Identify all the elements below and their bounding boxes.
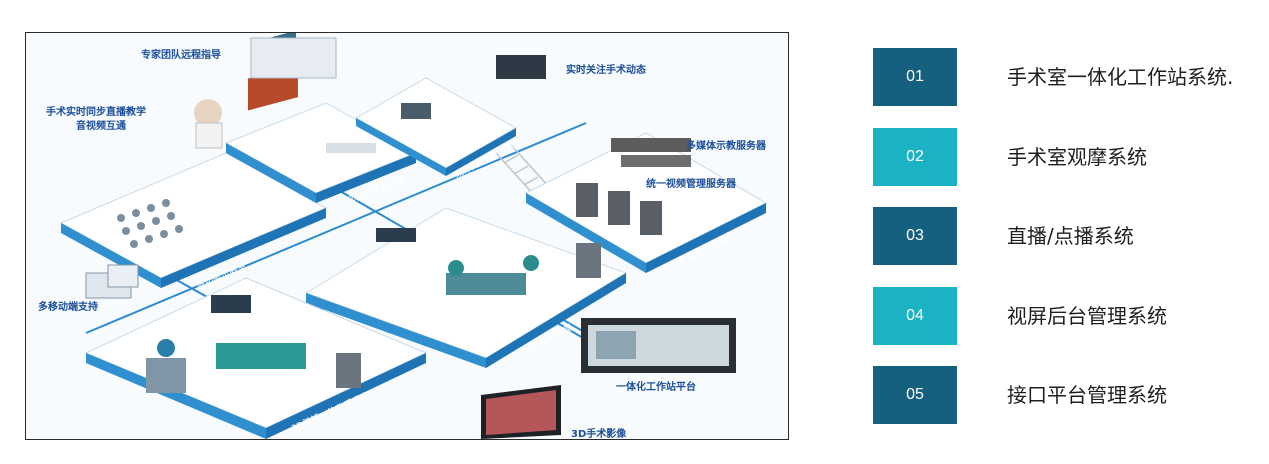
surgery-3d-monitor: [481, 385, 561, 439]
digital-or: [304, 207, 628, 368]
teacher-avatar: [194, 99, 222, 127]
label-expert-guidance: 专家团队远程指导: [141, 50, 221, 61]
label-realtime-attention: 实时关注手术动态: [566, 65, 646, 76]
system-number-badge: 05: [873, 366, 957, 424]
system-item-3: 03 直播/点播系统: [873, 207, 1269, 265]
system-label: 手术室观摩系统: [1007, 145, 1147, 169]
workstation-monitor: [581, 318, 736, 373]
label-video-server: 统一视频管理服务器: [646, 179, 736, 190]
system-number-badge: 02: [873, 128, 957, 186]
system-item-1: 01 手术室一体化工作站系统.: [873, 48, 1269, 106]
system-label: 手术室一体化工作站系统.: [1007, 65, 1234, 89]
mobile-devices: [85, 264, 139, 299]
system-item-4: 04 视屏后台管理系统: [873, 287, 1269, 345]
system-label: 接口平台管理系统: [1007, 383, 1167, 407]
system-number-badge: 01: [873, 48, 957, 106]
system-label: 视屏后台管理系统: [1007, 304, 1167, 328]
label-mobile-support: 多移动端支持: [38, 302, 98, 313]
hospital-system-diagram: 专家团队远程指导 手术实时同步直播教学 音视频互通 实时关注手术动态 多媒体示教…: [25, 32, 789, 440]
label-workstation-platform: 一体化工作站平台: [616, 382, 696, 393]
system-item-2: 02 手术室观摩系统: [873, 128, 1269, 186]
observation-room: [354, 55, 546, 176]
system-label: 直播/点播系统: [1007, 224, 1134, 248]
diagram-illustration: [59, 33, 768, 439]
label-media-server: 多媒体示教服务器: [686, 141, 766, 152]
system-item-5: 05 接口平台管理系统: [873, 366, 1269, 424]
label-live-teaching: 手术实时同步直播教学: [46, 107, 146, 118]
expert-video-image: [250, 37, 337, 79]
data-center: [524, 132, 768, 273]
system-number-badge: 03: [873, 207, 957, 265]
label-surgery-3d-image: 3D手术影像: [571, 429, 627, 440]
or-3d: [84, 277, 428, 439]
system-number-badge: 04: [873, 287, 957, 345]
label-av-interaction: 音视频互通: [76, 121, 126, 132]
